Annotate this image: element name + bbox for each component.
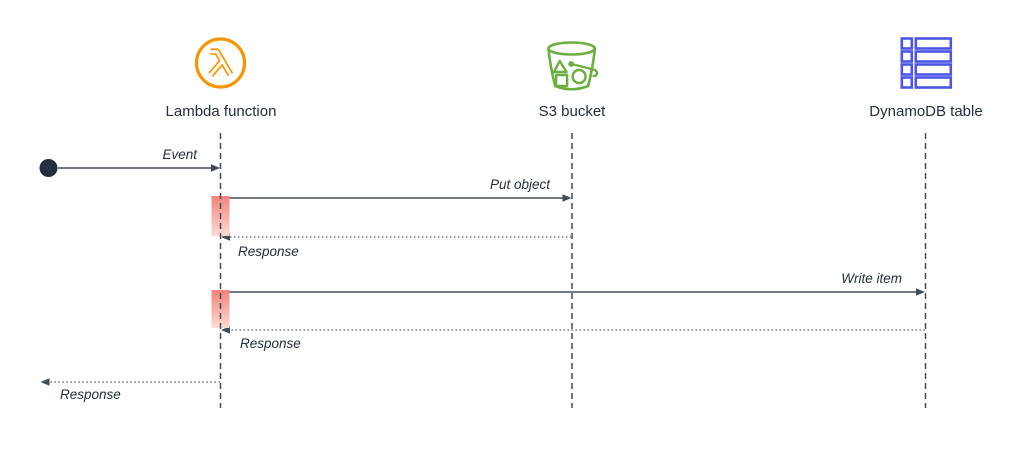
message-label-response-3: Response (60, 387, 121, 402)
message-label-response-2: Response (240, 336, 301, 351)
lambda-icon-box (194, 32, 248, 94)
s3-bucket-handle-pivot (568, 60, 575, 67)
dynamodb-table-rows (900, 37, 952, 89)
message-label-response-1: Response (238, 244, 299, 259)
s3-bucket-icon (547, 40, 599, 91)
participant-label-s3-bucket: S3 bucket (538, 103, 606, 120)
arrowhead-response-3 (40, 378, 50, 386)
message-label-write-item: Write item (841, 271, 902, 286)
arrowhead-event (211, 164, 220, 172)
arrowhead-write-item (916, 288, 925, 296)
message-label-event: Event (162, 147, 197, 162)
s3-icon-box (544, 32, 600, 94)
lambda-circle-outline (195, 37, 247, 89)
start-node (39, 159, 58, 177)
dynamodb-icon-box (900, 32, 952, 94)
dynamodb-table-icon (900, 37, 952, 89)
participant-s3-bucket: S3 bucket (538, 32, 606, 120)
arrowhead-put-object (562, 194, 572, 202)
participant-lambda-function: Lambda function (165, 32, 277, 120)
lambda-function-icon (195, 37, 247, 89)
participant-label-lambda-function: Lambda function (165, 103, 277, 120)
lambda-glyph-inner (210, 50, 233, 76)
participant-label-dynamodb-table: DynamoDB table (869, 103, 983, 120)
participant-dynamodb-table: DynamoDB table (869, 32, 983, 120)
message-label-put-object: Put object (489, 177, 550, 192)
s3-bucket-contents (553, 59, 599, 87)
arrowhead-response-2 (221, 326, 230, 334)
